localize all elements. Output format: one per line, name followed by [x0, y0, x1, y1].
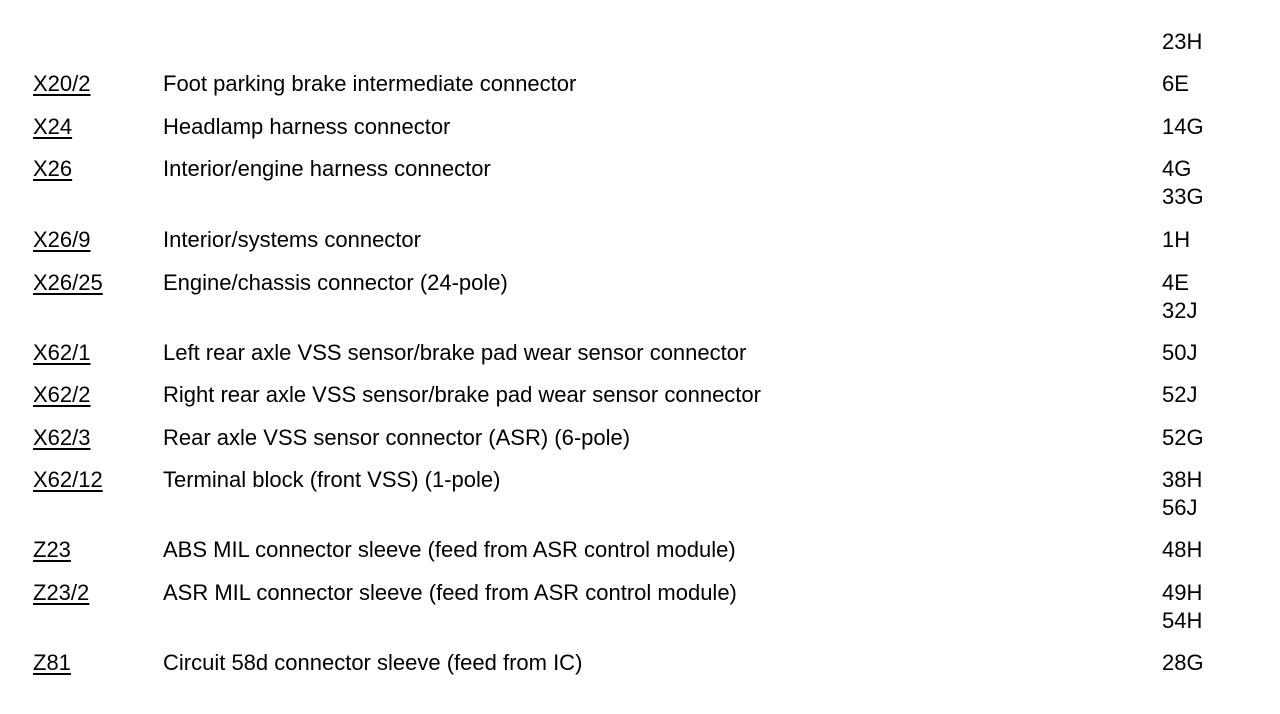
grid-location: 50J — [1162, 340, 1198, 365]
connector-code-link[interactable]: X20/2 — [33, 71, 91, 96]
grid-location: 1H — [1162, 227, 1191, 252]
grid-locations: 4G 33G — [1162, 155, 1204, 211]
grid-location: 49H — [1162, 580, 1203, 605]
connector-description: Interior/engine harness connector — [163, 156, 491, 181]
grid-locations: 1H — [1162, 226, 1190, 254]
grid-location: 54H — [1162, 608, 1203, 633]
connector-description: Foot parking brake intermediate connecto… — [163, 71, 577, 96]
grid-location: 4E — [1162, 270, 1189, 295]
grid-location: 52J — [1162, 382, 1198, 407]
grid-location: 4G — [1162, 156, 1192, 181]
grid-locations: 28G — [1162, 649, 1204, 677]
connector-code-link[interactable]: X62/1 — [33, 340, 91, 365]
connector-description: Interior/systems connector — [163, 227, 421, 252]
grid-location: 38H — [1162, 467, 1203, 492]
grid-locations: 4E 32J — [1162, 269, 1197, 325]
grid-locations: 52G — [1162, 424, 1204, 452]
connector-code-link[interactable]: Z23 — [33, 537, 71, 562]
connector-code-link[interactable]: X26 — [33, 156, 73, 181]
grid-location: 6E — [1162, 71, 1189, 96]
grid-location: 14G — [1162, 114, 1204, 139]
connector-description: Circuit 58d connector sleeve (feed from … — [163, 650, 583, 675]
grid-location: 56J — [1162, 495, 1198, 520]
grid-location: 52G — [1162, 425, 1204, 450]
connector-description: Right rear axle VSS sensor/brake pad wea… — [163, 382, 761, 407]
connector-code-link[interactable]: X24 — [33, 114, 73, 139]
grid-locations: 14G — [1162, 113, 1204, 141]
connector-description: ABS MIL connector sleeve (feed from ASR … — [163, 537, 736, 562]
grid-locations: 38H 56J — [1162, 466, 1202, 522]
grid-location: 33G — [1162, 184, 1204, 209]
grid-locations: 52J — [1162, 381, 1197, 409]
grid-location: 28G — [1162, 650, 1204, 675]
grid-location: 48H — [1162, 537, 1203, 562]
connector-code-link[interactable]: Z81 — [33, 650, 71, 675]
connector-code-link[interactable]: X62/3 — [33, 425, 91, 450]
connector-code-link[interactable]: X62/12 — [33, 467, 103, 492]
header-location: 23H — [1162, 29, 1203, 54]
connector-description: Left rear axle VSS sensor/brake pad wear… — [163, 340, 747, 365]
connector-description: ASR MIL connector sleeve (feed from ASR … — [163, 580, 737, 605]
connector-description: Rear axle VSS sensor connector (ASR) (6-… — [163, 425, 631, 450]
grid-locations: 6E — [1162, 70, 1189, 98]
grid-locations: 50J — [1162, 339, 1197, 367]
connector-description: Terminal block (front VSS) (1-pole) — [163, 467, 501, 492]
connector-code-link[interactable]: Z23/2 — [33, 580, 90, 605]
grid-location: 32J — [1162, 298, 1198, 323]
connector-description: Headlamp harness connector — [163, 114, 451, 139]
connector-code-link[interactable]: X26/25 — [33, 270, 103, 295]
connector-description: Engine/chassis connector (24-pole) — [163, 270, 508, 295]
connector-code-link[interactable]: X62/2 — [33, 382, 91, 407]
grid-locations: 49H 54H — [1162, 579, 1202, 635]
connector-code-link[interactable]: X26/9 — [33, 227, 91, 252]
grid-locations: 48H — [1162, 536, 1202, 564]
